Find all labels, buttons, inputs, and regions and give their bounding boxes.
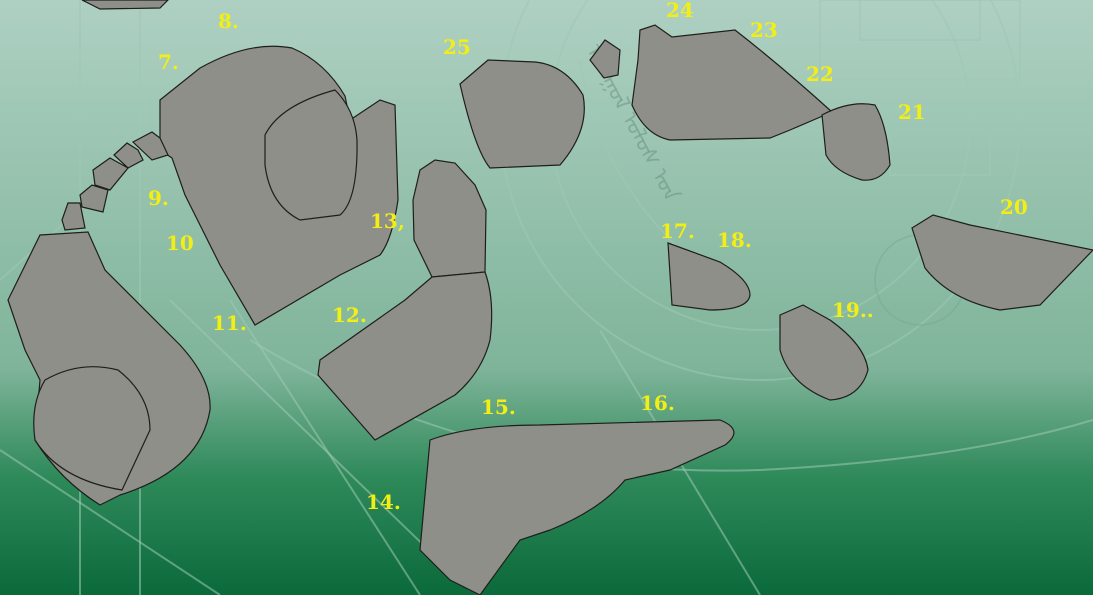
label-10: 10 (166, 233, 194, 253)
label-19: 19.. (832, 300, 874, 320)
label-25: 25 (443, 37, 471, 57)
label-15: 15. (481, 397, 516, 417)
label-18: 18. (717, 230, 752, 250)
label-14: 14. (366, 492, 401, 512)
label-17: 17. (660, 221, 695, 241)
label-12: 12. (332, 305, 367, 325)
label-7: 7. (158, 52, 179, 72)
label-22: 22 (806, 64, 834, 84)
label-23: 23 (750, 20, 778, 40)
label-11: 11. (212, 313, 247, 333)
label-21: 21 (898, 102, 926, 122)
label-13: 13, (370, 211, 405, 231)
label-24: 24 (666, 0, 694, 20)
label-8: 8. (218, 11, 239, 31)
label-9: 9. (148, 188, 169, 208)
label-20: 20 (1000, 197, 1028, 217)
label-16: 16. (640, 393, 675, 413)
